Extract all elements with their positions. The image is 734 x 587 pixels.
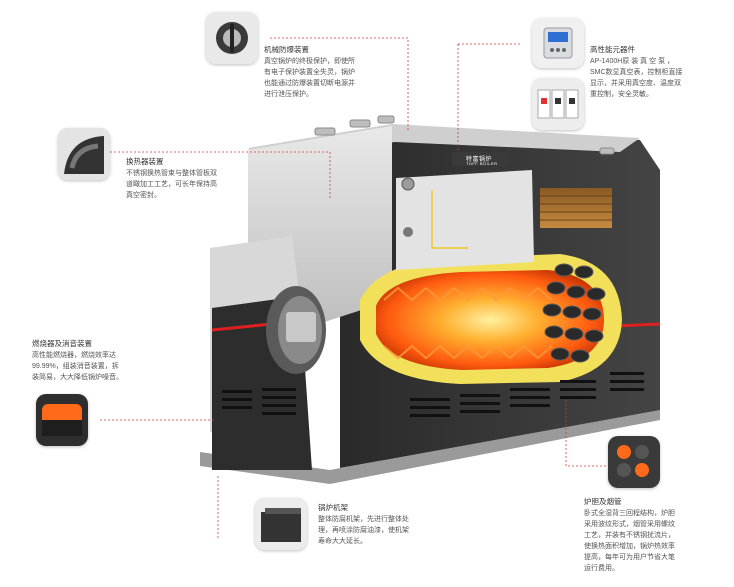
brand-logo-cn: 特富锅炉 [466, 157, 493, 163]
callout-frame: 锅炉机架 整体防腐机架，先进行整体处 理，再喷涂防腐油漆，使机架 寿命大大延长。 [318, 502, 448, 547]
upper-shell [396, 170, 534, 270]
callout-heat-exchanger-desc: 不锈钢换热管束与整体管板双 道瞰加工工艺，可长年保持高 真空密封。 [126, 170, 217, 199]
tube-sheet-icon [58, 128, 110, 180]
callout-frame-title: 锅炉机架 [318, 503, 348, 512]
frame-beam-icon [255, 498, 307, 550]
top-flanges [314, 115, 615, 155]
fire-tubes [542, 263, 606, 363]
callout-burner-title: 燃烧器及消音装置 [32, 339, 92, 348]
callout-mechanical: 机械防爆装置 真空锅炉的终极保护，即使所 有电子保护装置全失灵，锅炉 也能通过防… [264, 44, 394, 100]
callout-heat-exchanger: 换热器装置 不锈钢换热管束与整体管板双 道瞰加工工艺，可长年保持高 真空密封。 [126, 156, 256, 201]
circuit-breaker-icon [532, 78, 584, 130]
callout-components: 高性能元器件 AP-1400H原 装 真 空 泵 ， SMC数显真空表，控制柜直… [590, 44, 730, 100]
furnace-thumb [608, 436, 660, 488]
body-louvers [410, 372, 644, 417]
callout-burner-desc: 高性能燃烧器，燃烧效率达 99.99%，组装消音装置，拆 装简易，大大降低锅炉噪… [32, 352, 123, 381]
callout-furnace: 炉胆及烟管 卧式全湿背三回程结构，炉胆 采用波纹形式，烟管采用螺纹 工艺，并装有… [584, 496, 724, 574]
callout-furnace-desc: 卧式全湿背三回程结构，炉胆 采用波纹形式，烟管采用螺纹 工艺，并装有不锈钢扰流片… [584, 510, 675, 572]
callout-frame-desc: 整体防腐机架，先进行整体处 理，再喷涂防腐油漆，使机架 寿命大大延长。 [318, 516, 409, 545]
breaker-thumb [532, 78, 584, 130]
callout-furnace-title: 炉胆及烟管 [584, 497, 622, 506]
front-louvers [222, 388, 296, 415]
furnace-flame [376, 270, 604, 370]
heat-exchanger-thumb [58, 128, 110, 180]
callout-heat-exchanger-title: 换热器装置 [126, 157, 164, 166]
brand-badge [452, 152, 508, 166]
brand-logo-en: TUFF BOILER [466, 161, 498, 166]
gauge-display-icon [532, 18, 584, 68]
callout-components-title: 高性能元器件 [590, 45, 635, 54]
accent-stripe-right [615, 322, 661, 328]
callout-burner: 燃烧器及消音装置 高性能燃烧器，燃烧效率达 99.99%，组装消音装置，拆 装简… [32, 338, 152, 383]
callout-components-desc: AP-1400H原 装 真 空 泵 ， SMC数显真空表，控制柜直接 显示，并采… [590, 58, 683, 98]
valve-icon [206, 12, 258, 64]
heat-exchanger-block [540, 188, 612, 228]
wiring [431, 190, 468, 249]
callout-mechanical-title: 机械防爆装置 [264, 45, 309, 54]
mechanical-thumb [206, 12, 258, 64]
gauge-thumb [532, 18, 584, 68]
burner-thumb [36, 394, 88, 446]
corrugation [383, 286, 553, 360]
fire-tube-icon [608, 436, 660, 488]
sight-glass [403, 227, 413, 237]
callout-mechanical-desc: 真空锅炉的终极保护，即使所 有电子保护装置全失灵，锅炉 也能通过防爆装置切断电源… [264, 58, 355, 98]
frame-thumb [255, 498, 307, 550]
callout-lines [100, 37, 608, 540]
burner-icon [36, 394, 88, 446]
boiler-top-panel [248, 124, 640, 160]
